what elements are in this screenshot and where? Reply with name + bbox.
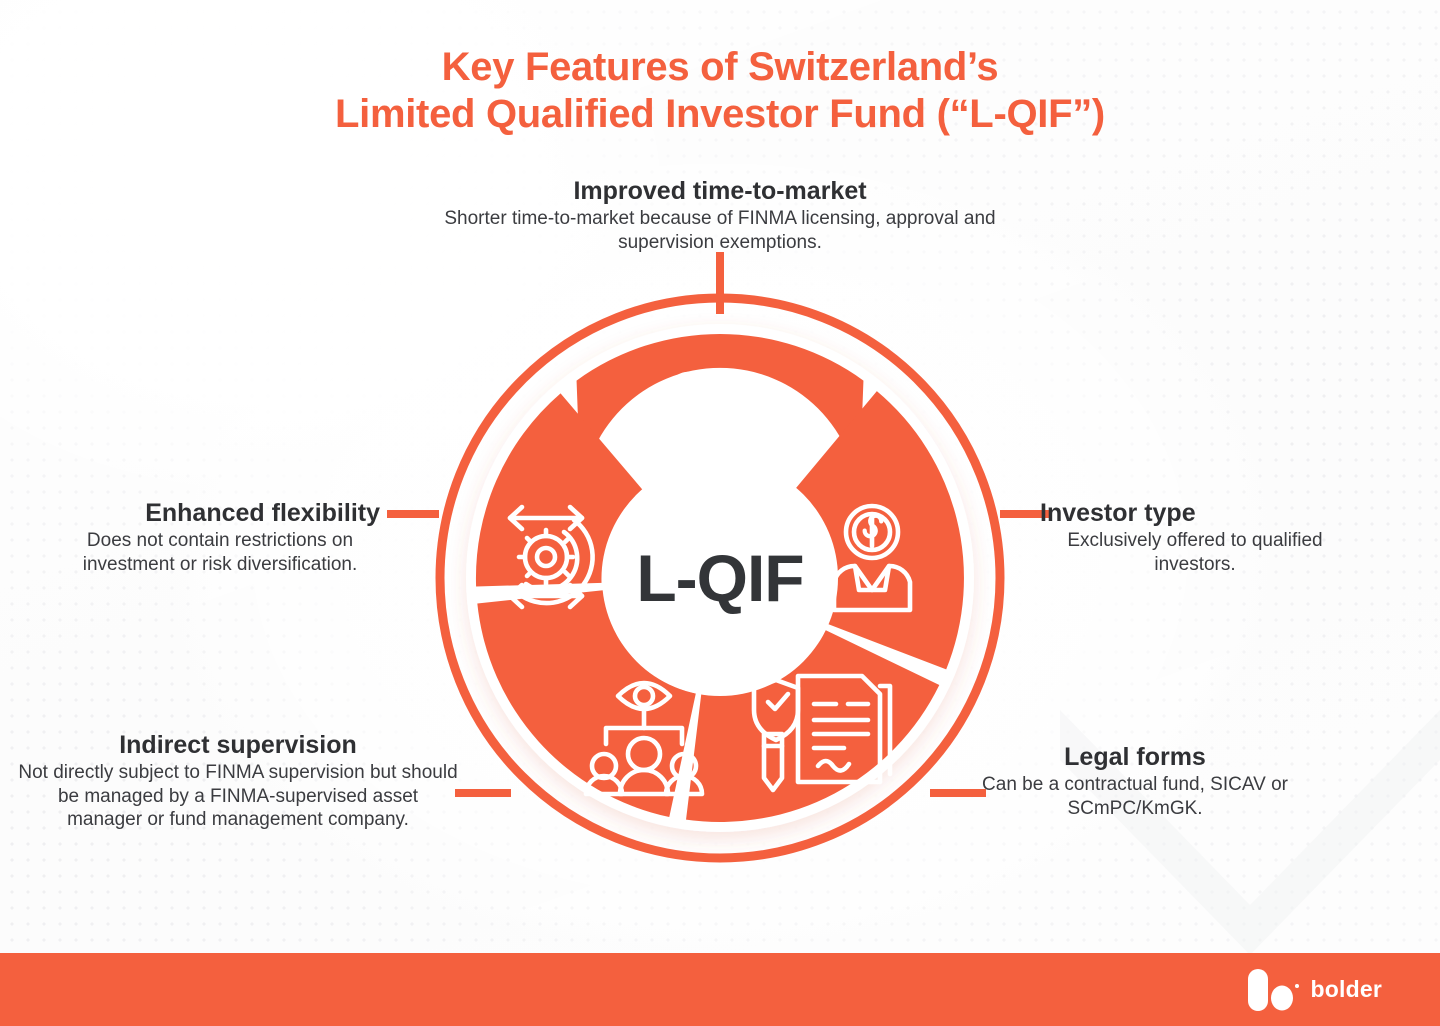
page-title-line-2: Limited Qualified Investor Fund (“L-QIF”… [335, 92, 1105, 136]
callout-title: Investor type [1040, 499, 1196, 527]
callout-body: Can be a contractual fund, SICAV or SCmP… [982, 774, 1288, 819]
callout-title: Indirect supervision [119, 731, 357, 759]
callout-title: Improved time-to-market [573, 177, 867, 205]
bolder-logo-mark [1247, 968, 1299, 1011]
wheel-center-hub [602, 460, 838, 696]
footer-bar: bolder [0, 953, 1440, 1026]
callout-body: Not directly subject to FINMA supervisio… [18, 762, 458, 830]
brand-logo-text: bolder [1310, 976, 1382, 1002]
callout-body: Does not contain restrictions on investm… [82, 530, 358, 575]
feature-wheel-diagram: L-QIF [434, 292, 1006, 864]
callout-improved-time-to-market[interactable]: Improved time-to-market Shorter time-to-… [420, 176, 1020, 254]
brand-logo[interactable]: bolder [1247, 953, 1382, 1026]
callout-enhanced-flexibility[interactable]: Enhanced flexibility Does not contain re… [20, 498, 380, 576]
page-title: Key Features of Switzerland’s Limited Qu… [0, 44, 1440, 138]
callout-title: Legal forms [1064, 743, 1206, 771]
callout-body: Exclusively offered to qualified investo… [1067, 530, 1323, 575]
callout-indirect-supervision[interactable]: Indirect supervision Not directly subjec… [18, 730, 458, 832]
page-title-line-1: Key Features of Switzerland’s [441, 45, 999, 89]
callout-investor-type[interactable]: Investor type Exclusively offered to qua… [1040, 498, 1380, 576]
callout-legal-forms[interactable]: Legal forms Can be a contractual fund, S… [960, 742, 1310, 820]
connector-line-left [387, 510, 439, 518]
callout-body: Shorter time-to-market because of FINMA … [444, 208, 996, 253]
callout-title: Enhanced flexibility [145, 499, 380, 527]
